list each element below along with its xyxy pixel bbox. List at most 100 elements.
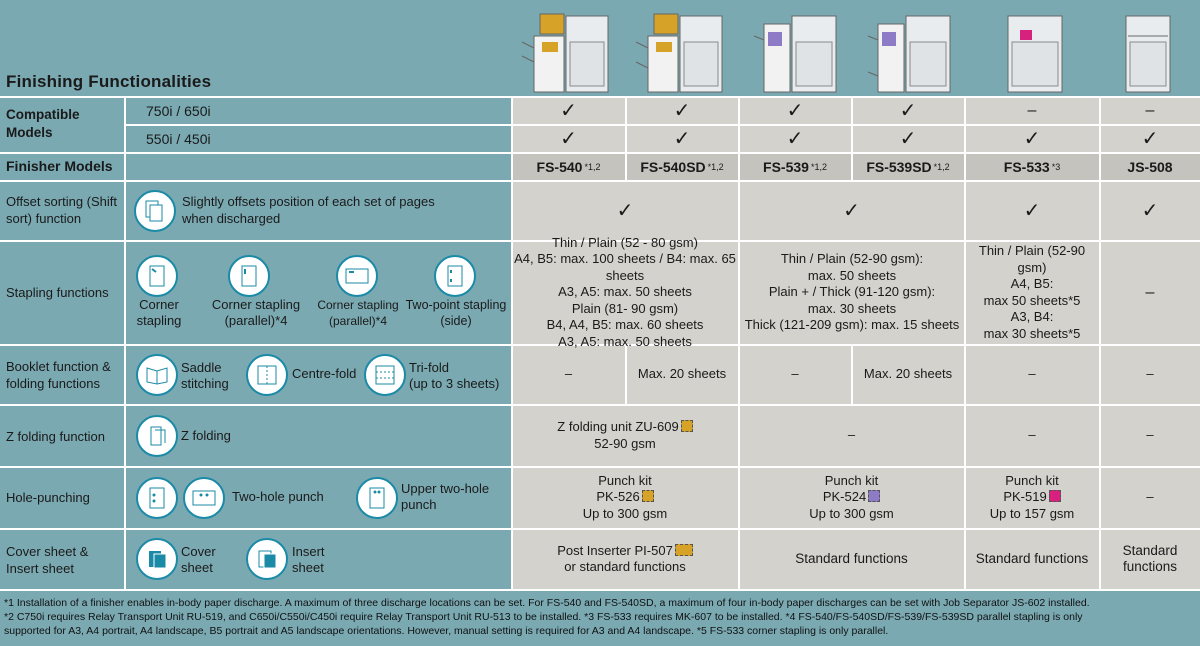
z-folding-icon	[136, 415, 178, 457]
fs540-accent-icon	[680, 420, 693, 432]
check-mark: ✓	[786, 100, 804, 122]
booklet-folding-label: Booklet function & folding functions	[6, 359, 111, 391]
footnote-2: *2 C750i requires Relay Transport Unit R…	[4, 611, 1083, 623]
offset-sorting-label: Offset sorting (Shift sort) function	[6, 194, 118, 226]
finisher-js508: JS-508	[1127, 158, 1173, 175]
z-folding-function-label: Z folding function	[6, 429, 106, 444]
check-mark: ✓	[899, 128, 917, 150]
two-hole-punch-landscape-icon	[183, 477, 225, 519]
check-mark: ✓	[673, 128, 691, 150]
dash-mark: –	[1145, 283, 1155, 301]
booklet-fs540: –	[564, 366, 573, 382]
corner-stapling-parallel-icon	[228, 255, 270, 297]
machine-illustration-fs539	[752, 12, 840, 94]
dash-mark: –	[1145, 101, 1155, 119]
insert-sheet-icon	[246, 538, 288, 580]
two-hole-punch-portrait-icon	[136, 477, 178, 519]
booklet-fs539sd: Max. 20 sheets	[863, 366, 953, 382]
offset-sorting-icon	[134, 190, 176, 232]
check-mark: ✓	[560, 100, 577, 122]
corner-stapling-parallel-landscape-label: Corner stapling(parallel)*4	[317, 298, 399, 328]
stapling-fs540-spec: Thin / Plain (52 - 80 gsm)A4, B5: max. 1…	[514, 234, 736, 349]
z-folding-fs540: Z folding unit ZU-609 52-90 gsm	[512, 405, 738, 466]
divider	[0, 589, 1200, 591]
compat-row1-bg	[512, 97, 1200, 124]
offset-sorting-desc: Slightly offsets position of each set of…	[182, 194, 435, 226]
finisher-fs533: FS-533*3	[1003, 158, 1061, 175]
z-folding-fs533: –	[1028, 427, 1036, 443]
column-divider	[1099, 96, 1101, 589]
model-750i-650i: 750i / 650i	[146, 103, 211, 119]
fs540-accent-icon	[674, 543, 693, 556]
booklet-fs539: –	[791, 366, 799, 382]
two-point-stapling-label: Two-point stapling(side)	[405, 298, 507, 328]
stapling-functions-label: Stapling functions	[6, 285, 109, 300]
stapling-fs533-spec: Thin / Plain (52-90 gsm)A4, B5:max 50 sh…	[978, 243, 1086, 341]
divider	[0, 404, 1200, 406]
booklet-js508: –	[1146, 366, 1154, 382]
check-mark: ✓	[843, 200, 860, 222]
column-divider	[738, 96, 740, 589]
fs539-accent-icon	[868, 490, 881, 503]
check-mark: ✓	[786, 128, 804, 150]
divider	[0, 466, 1200, 468]
footnote-3: supported for A3, A4 portrait, A4 landsc…	[4, 625, 889, 637]
check-mark: ✓	[1023, 128, 1041, 150]
machine-illustration-fs533	[1002, 12, 1066, 94]
cover-fs539: Standard functions	[795, 550, 908, 566]
upper-two-hole-punch-icon	[356, 477, 398, 519]
compat-row2-bg	[512, 125, 1200, 152]
machine-illustration-fs539sd	[866, 12, 954, 94]
corner-stapling-parallel-label: Corner stapling(parallel)*4	[211, 297, 301, 328]
compatible-models-label: Compatible Models	[6, 107, 80, 140]
hole-punching-label: Hole-punching	[6, 490, 90, 505]
body-bg	[512, 181, 1200, 589]
tri-fold-label: Tri-fold(up to 3 sheets)	[409, 360, 500, 391]
punch-fs540: Punch kit PK-526 Up to 300 gsm	[582, 472, 668, 521]
cover-fs540: Post Inserter PI-507 or standard functio…	[512, 529, 738, 589]
column-divider	[625, 344, 627, 404]
divider	[124, 124, 1200, 126]
z-folding-fs539: –	[847, 427, 856, 443]
machine-illustration-js508	[1124, 12, 1174, 94]
machine-illustration-fs540	[520, 12, 612, 94]
divider	[0, 240, 1200, 242]
check-mark: ✓	[1141, 128, 1159, 150]
model-550i-450i: 550i / 450i	[146, 131, 211, 147]
dash-mark: –	[1027, 101, 1037, 119]
check-mark: ✓	[560, 128, 577, 150]
punch-fs539: Punch kit PK-524 Up to 300 gsm	[809, 472, 894, 521]
check-mark: ✓	[616, 200, 634, 222]
corner-stapling-icon	[136, 255, 178, 297]
check-mark: ✓	[899, 100, 917, 122]
column-divider	[625, 96, 627, 180]
finisher-fs539sd: FS-539SD*1,2	[866, 158, 950, 175]
column-divider	[851, 344, 853, 404]
punch-js508: –	[1146, 489, 1154, 505]
column-divider	[124, 96, 126, 589]
finisher-fs540: FS-540*1,2	[536, 158, 601, 175]
check-mark: ✓	[673, 100, 691, 122]
divider	[0, 96, 1200, 98]
cover-fs533: Standard functions	[975, 550, 1089, 566]
column-divider	[511, 96, 513, 589]
z-folding-js508: –	[1146, 427, 1154, 443]
corner-stapling-parallel-landscape-icon	[336, 255, 378, 297]
booklet-fs533: –	[1028, 366, 1036, 382]
finisher-row-bg	[512, 153, 1200, 180]
divider	[0, 180, 1200, 182]
page-title: Finishing Functionalities	[6, 72, 212, 91]
finisher-fs540sd: FS-540SD*1,2	[640, 158, 724, 175]
cover-insert-sheet-label: Cover sheet & Insert sheet	[6, 544, 89, 576]
column-divider	[851, 96, 853, 180]
punch-fs533: Punch kit PK-519 Up to 157 gsm	[989, 472, 1075, 521]
tri-fold-icon	[364, 354, 406, 396]
finisher-models-label: Finisher Models	[6, 158, 113, 174]
saddle-stitching-icon	[136, 354, 178, 396]
